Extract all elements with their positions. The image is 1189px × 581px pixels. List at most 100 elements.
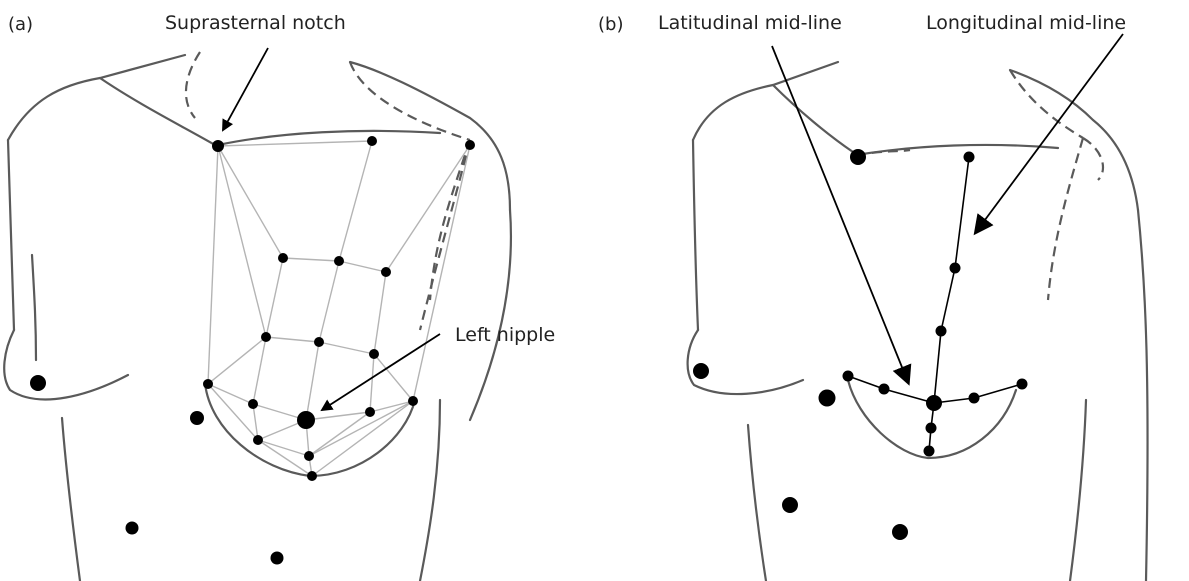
landmark-point (408, 396, 418, 406)
landmark-point (261, 332, 271, 342)
left-nipple-label: Left nipple (455, 324, 555, 346)
mesh-line (374, 272, 386, 354)
landmark-point (367, 136, 377, 146)
landmark-point (819, 390, 836, 407)
landmark-point (1017, 379, 1028, 390)
torso-outline (4, 55, 511, 581)
mesh-line (319, 342, 374, 354)
panel-a: (a) Suprasternal notch Left nipple (0, 0, 590, 581)
latitudinal-mid-line (848, 376, 884, 389)
mesh-line (208, 384, 258, 440)
latitudinal-mid-line-label: Latitudinal mid-line (658, 12, 842, 34)
landmark-point (253, 435, 263, 445)
panel-b: (b) Latitudinal mid-line Longitudinal mi… (598, 0, 1189, 581)
mesh-line (266, 337, 319, 342)
mesh-line (339, 141, 372, 261)
landmark-points-b (693, 149, 1028, 540)
panel-a-label: (a) (8, 14, 33, 35)
mesh-line (218, 146, 283, 258)
landmark-point (307, 471, 317, 481)
right-shoulder-line (350, 62, 510, 210)
left-flank-line (62, 418, 80, 581)
left-collar-line (100, 78, 215, 145)
landmark-point (879, 384, 890, 395)
torso-diagram-a (0, 0, 590, 581)
landmark-point (278, 253, 288, 263)
longitudinal-mid-line-label: Longitudinal mid-line (926, 12, 1126, 34)
left-arm-inner (32, 255, 36, 360)
torso-outline-b (688, 62, 1148, 581)
breast-outline-left-b (688, 330, 803, 394)
left-nipple-arrow (322, 334, 440, 410)
landmark-point (782, 497, 798, 513)
left-collar-line-b (773, 85, 853, 152)
right-arm-line-b (1138, 210, 1148, 581)
panel-b-label: (b) (598, 14, 623, 35)
left-nipple-point (297, 411, 315, 429)
left-shoulder-line-b (693, 62, 838, 140)
suprasternal-notch-point (212, 140, 224, 152)
right-arm-line (470, 210, 511, 420)
landmark-point (334, 256, 344, 266)
mesh-line (283, 258, 339, 261)
landmark-point (924, 446, 935, 457)
landmark-point (465, 140, 475, 150)
dashed-strap (186, 52, 470, 330)
suprasternal-notch-label: Suprasternal notch (165, 12, 346, 34)
landmark-point (365, 407, 375, 417)
longitudinal-mid-line (955, 157, 969, 268)
landmark-point (892, 524, 908, 540)
mesh-line (253, 337, 266, 404)
longitudinal-mid-line (934, 331, 941, 403)
mesh-line (370, 354, 374, 412)
latitudinal-arrow (772, 46, 908, 382)
mesh-line (413, 145, 470, 401)
mesh-line (208, 146, 218, 384)
longitudinal-mid-line (941, 268, 955, 331)
right-flank-line (420, 400, 440, 581)
mesh-line (258, 440, 309, 456)
mesh-line (319, 261, 339, 342)
landmark-point (248, 399, 258, 409)
dashed-strap-b (856, 70, 1103, 300)
landmark-point (314, 337, 324, 347)
left-shoulder-line (8, 55, 185, 140)
mesh-line (306, 342, 319, 420)
mesh-line (374, 354, 413, 401)
collar-curve-b (856, 145, 1058, 155)
landmark-point (271, 552, 284, 565)
landmark-mesh (208, 141, 470, 476)
left-flank-line-b (748, 425, 766, 581)
mesh-line (208, 337, 266, 384)
torso-diagram-b (598, 0, 1189, 581)
landmark-point (693, 363, 709, 379)
landmark-point (126, 522, 139, 535)
mesh-line (386, 145, 470, 272)
suprasternal-arrow (223, 48, 268, 130)
landmark-point (843, 371, 854, 382)
landmark-point (926, 395, 942, 411)
left-arm-line (8, 140, 14, 330)
landmark-point (936, 326, 947, 337)
right-shoulder-line-b (1010, 70, 1138, 210)
mesh-line (266, 258, 283, 337)
longitudinal-arrow (976, 34, 1123, 232)
landmark-point (926, 423, 937, 434)
landmark-point (369, 349, 379, 359)
landmark-point (30, 375, 46, 391)
mesh-line (218, 146, 266, 337)
landmark-point (190, 411, 204, 425)
breast-outline-left (4, 330, 128, 399)
right-flank-line-b (1070, 400, 1086, 581)
left-arm-line-b (693, 140, 698, 330)
landmark-points (30, 136, 475, 565)
mesh-line (208, 384, 253, 404)
landmark-point (850, 149, 866, 165)
mesh-line (339, 261, 386, 272)
landmark-point (304, 451, 314, 461)
landmark-point (950, 263, 961, 274)
landmark-point (969, 393, 980, 404)
landmark-point (964, 152, 975, 163)
landmark-point (203, 379, 213, 389)
landmark-point (381, 267, 391, 277)
